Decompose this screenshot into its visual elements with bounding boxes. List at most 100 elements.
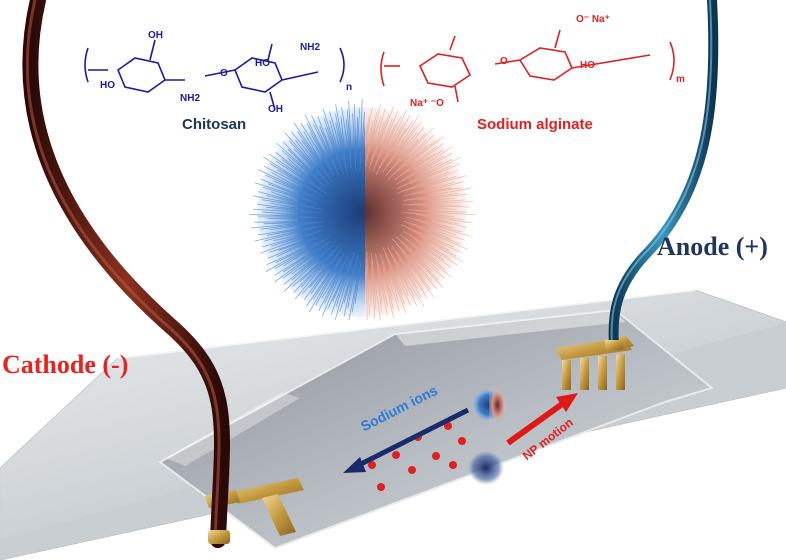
np-fiber [274, 251, 313, 276]
np-fiber [409, 136, 444, 163]
np-fiber [278, 239, 310, 251]
chitosan-nh2-bottom: NH2 [180, 93, 201, 104]
np-fiber [292, 263, 319, 287]
np-fiber [322, 108, 340, 161]
np-fiber [391, 120, 423, 162]
np-fiber [403, 187, 471, 202]
np-fiber [266, 195, 308, 206]
np-fiber [395, 133, 426, 167]
np-fiber [415, 214, 472, 224]
np-fiber [403, 140, 436, 167]
np-fiber [414, 210, 476, 216]
np-fiber [375, 110, 399, 166]
np-fiber [266, 206, 313, 213]
np-fiber [407, 227, 463, 254]
np-fiber [401, 211, 454, 217]
np-fiber [295, 139, 317, 168]
np-fiber [351, 270, 360, 313]
anode-label: Anode (+) [657, 232, 768, 261]
np-fiber [406, 217, 454, 229]
np-fiber [335, 113, 346, 161]
np-fiber [269, 153, 322, 190]
np-fiber [340, 116, 345, 147]
np-fiber [383, 275, 394, 319]
alginate-glycosidic-o: O [500, 56, 508, 67]
np-fiber [361, 123, 365, 158]
alginate-ho: HO [580, 60, 595, 71]
np-fiber [273, 180, 320, 200]
alginate-carboxylate-bottom: Na⁺ ⁻O [410, 98, 444, 109]
np-fiber [281, 158, 316, 185]
np-fiber [287, 157, 306, 175]
np-fiber [391, 245, 425, 290]
np-fiber [251, 222, 310, 229]
np-fiber [356, 117, 358, 156]
np-fiber [402, 155, 444, 182]
np-fiber [397, 171, 450, 194]
np-fiber [324, 261, 345, 304]
np-fiber [366, 112, 378, 160]
np-fiber [343, 268, 355, 304]
np-fiber [258, 169, 308, 194]
np-fiber [263, 165, 324, 197]
np-fiber [392, 134, 435, 176]
np-fiber [426, 224, 458, 236]
np-fiber [379, 122, 405, 169]
np-fiber [341, 106, 352, 169]
np-fiber [403, 181, 455, 197]
np-fiber [327, 277, 343, 310]
np-fiber [290, 131, 334, 183]
np-fiber [267, 237, 316, 259]
np-fiber [309, 259, 333, 288]
np-fiber [345, 119, 352, 162]
np-fiber [423, 229, 468, 250]
np-fiber [265, 242, 317, 272]
np-fiber [252, 208, 320, 214]
np-fiber [403, 169, 459, 192]
np-fiber [365, 107, 373, 144]
np-fiber [410, 177, 448, 190]
np-fiber [410, 192, 459, 201]
np-fiber [304, 114, 326, 157]
np-fiber [260, 221, 317, 230]
np-fiber [348, 277, 358, 320]
np-fiber [398, 257, 419, 290]
np-fiber [335, 258, 352, 307]
np-fiber [407, 261, 435, 298]
np-fiber [287, 149, 316, 177]
np-fiber [424, 175, 466, 187]
np-fiber [293, 122, 323, 165]
chitosan-nh2-top: NH2 [300, 42, 321, 53]
np-fiber [400, 249, 427, 282]
np-fiber [267, 217, 318, 220]
np-fiber [400, 224, 455, 248]
np-fiber [383, 115, 411, 163]
chitosan-oh-top-left: OH [148, 30, 163, 41]
np-fiber [329, 110, 349, 175]
np-fiber [271, 171, 302, 190]
np-fiber [334, 252, 355, 320]
np-fiber [371, 267, 376, 320]
np-fiber [321, 255, 349, 317]
np-fiber [283, 253, 322, 286]
np-fiber [400, 127, 434, 162]
np-fiber [371, 116, 382, 146]
np-fiber [264, 225, 323, 242]
np-fiber [392, 259, 418, 307]
np-fiber [312, 263, 337, 300]
np-fiber [261, 211, 297, 216]
np-fiber [386, 126, 416, 167]
np-fiber [404, 255, 431, 290]
np-fiber [410, 243, 452, 278]
np-fiber [354, 104, 357, 163]
np-fiber [381, 260, 394, 300]
np-fiber [283, 236, 330, 267]
np-fiber [403, 156, 461, 187]
np-fiber [377, 105, 395, 150]
np-fiber [369, 108, 386, 169]
np-fiber [409, 201, 474, 206]
np-fiber [417, 175, 457, 188]
np-fiber [387, 260, 405, 304]
np-fiber [311, 115, 337, 169]
np-fiber [263, 221, 302, 225]
